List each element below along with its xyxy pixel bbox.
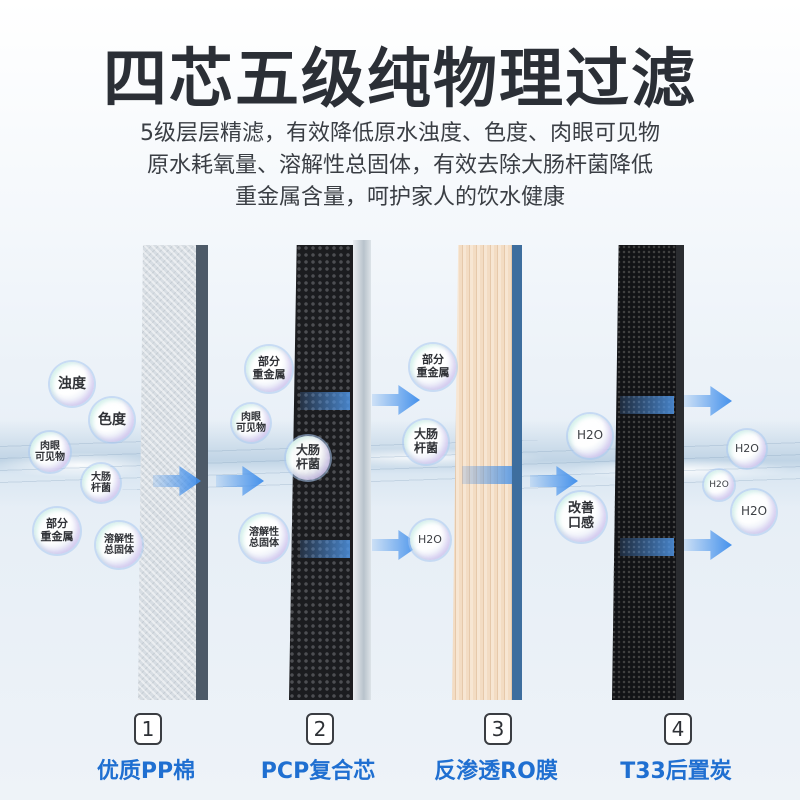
- stage-3-number: 3: [484, 713, 512, 745]
- filter-layer-pp-cotton-edge: [196, 245, 208, 700]
- bubble-heavy-metal: 部分 重金属: [410, 344, 456, 390]
- filter-layer-ro-membrane-edge: [512, 245, 522, 700]
- bubble-metal-label-1: 部分: [422, 353, 444, 367]
- bubble-ecoli: 大肠 杆菌: [404, 420, 448, 464]
- bubble-ecoli-label-1: 大肠: [413, 427, 438, 442]
- flow-bar: [620, 396, 674, 414]
- bubble-h2o: H2O: [568, 414, 612, 458]
- bubble-taste-label-2: 口感: [567, 516, 594, 531]
- bubble-turbidity: 浊度: [50, 362, 94, 406]
- bubble-h2o: H2O: [410, 520, 450, 560]
- bubble-h2o: H2O: [704, 470, 734, 500]
- bubble-h2o-label: H2O: [735, 441, 759, 455]
- flow-bar: [300, 392, 350, 410]
- flow-arrow-icon: [684, 530, 732, 560]
- filter-layer-t33-carbon-edge: [676, 245, 684, 700]
- flow-arrow-icon: [372, 385, 420, 415]
- bubble-ecoli-label-1: 大肠: [295, 443, 320, 458]
- bubble-metal-label-1: 部分: [46, 517, 68, 531]
- bubble-visible-label-1: 肉眼: [40, 440, 60, 452]
- description-line-1: 5级层层精滤，有效降低原水浊度、色度、肉眼可见物: [140, 121, 660, 146]
- bubble-solids-label-1: 溶解性: [249, 526, 279, 538]
- stage-2-number: 2: [306, 713, 334, 745]
- bubble-ecoli-label-2: 杆菌: [295, 457, 320, 471]
- bubble-dissolved-solids: 溶解性 总固体: [240, 514, 288, 562]
- bubble-improve-taste: 改善 口感: [556, 492, 606, 542]
- bubble-solids-label-2: 总固体: [249, 538, 279, 549]
- bubble-h2o-label: H2O: [576, 428, 604, 443]
- description-line-2: 原水耗氧量、溶解性总固体，有效去除大肠杆菌降低: [146, 153, 653, 178]
- bubble-ecoli: 大肠 杆菌: [82, 464, 120, 502]
- bubble-solids-label-1: 溶解性: [104, 533, 134, 545]
- bubble-ecoli-label-2: 杆菌: [413, 441, 438, 455]
- bubble-h2o-label: H2O: [709, 479, 729, 490]
- description-line-3: 重金属含量，呵护家人的饮水健康: [234, 185, 565, 210]
- bubble-h2o: H2O: [732, 490, 776, 534]
- bubble-color: 色度: [90, 398, 134, 442]
- bubble-metal-label-2: 重金属: [416, 366, 450, 379]
- bubble-heavy-metal: 部分 重金属: [246, 346, 292, 392]
- bubble-metal-label-2: 重金属: [252, 368, 286, 381]
- bubble-color-label: 色度: [98, 411, 126, 428]
- bubble-visible-label-2: 可见物: [236, 423, 266, 434]
- bubble-metal-label-2: 重金属: [40, 530, 74, 543]
- page-title: 四芯五级纯物理过滤: [103, 43, 697, 117]
- filter-layer-pp-cotton: [138, 245, 200, 700]
- stage-1-number: 1: [134, 713, 162, 745]
- bubble-heavy-metal: 部分 重金属: [34, 508, 80, 554]
- bubble-h2o-label: H2O: [418, 532, 442, 546]
- filter-layer-t33-carbon: [612, 245, 678, 700]
- flow-bar: [462, 466, 512, 484]
- bubble-visible-matter: 肉眼 可见物: [30, 432, 70, 472]
- stage-4-number: 4: [664, 713, 692, 745]
- bubble-visible-matter: 肉眼 可见物: [232, 404, 270, 442]
- flow-bar: [300, 540, 350, 558]
- stage-4-label: T33后置炭: [620, 759, 732, 784]
- bubble-h2o-label: H2O: [740, 504, 768, 519]
- stage-3-label: 反渗透RO膜: [434, 759, 558, 784]
- bubble-turbidity-label: 浊度: [58, 375, 86, 392]
- filter-layer-pcp-composite-edge: [353, 240, 371, 700]
- flow-arrow-icon: [684, 386, 732, 416]
- bubble-metal-label-1: 部分: [258, 355, 280, 369]
- bubble-h2o: H2O: [728, 430, 766, 468]
- bubble-ecoli-label-2: 杆菌: [91, 483, 111, 494]
- bubble-taste-label-1: 改善: [567, 501, 594, 517]
- stage-2-label: PCP复合芯: [260, 759, 376, 784]
- bubble-ecoli: 大肠 杆菌: [286, 436, 330, 480]
- bubble-ecoli-label-1: 大肠: [91, 471, 111, 483]
- bubble-visible-label-1: 肉眼: [241, 411, 261, 423]
- bubble-dissolved-solids: 溶解性 总固体: [96, 522, 142, 568]
- flow-bar: [620, 538, 674, 556]
- stage-1-label: 优质PP棉: [96, 759, 196, 784]
- bubble-solids-label-2: 总固体: [104, 545, 134, 556]
- description: 5级层层精滤，有效降低原水浊度、色度、肉眼可见物 原水耗氧量、溶解性总固体，有效…: [60, 118, 740, 214]
- bubble-visible-label-2: 可见物: [35, 452, 65, 463]
